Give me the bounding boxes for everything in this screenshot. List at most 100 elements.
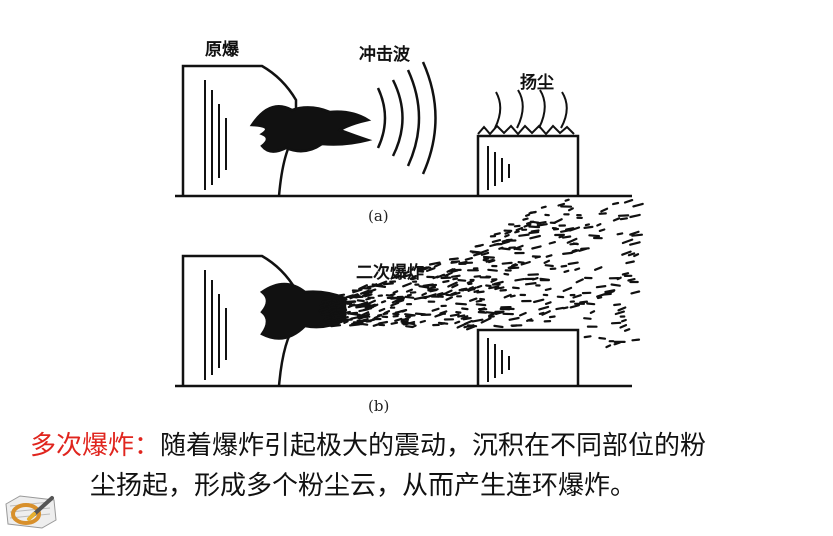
dust-particle <box>630 215 639 217</box>
dust-particle <box>559 204 565 206</box>
label-secondary-explosion: 二次爆炸 <box>356 258 424 283</box>
dust-particle <box>468 281 473 283</box>
box-hatching-b <box>488 338 509 382</box>
dust-particle <box>585 336 591 337</box>
dust-particle <box>441 323 445 324</box>
dust-particle <box>476 245 482 246</box>
dust-particle <box>350 324 359 325</box>
dust-particle <box>322 314 330 315</box>
dust-particle <box>406 315 415 316</box>
dust-particle <box>542 207 546 208</box>
dust-particle <box>550 317 555 318</box>
dust-particle <box>350 305 354 306</box>
dust-particle <box>520 313 526 315</box>
dust-particle <box>475 276 481 277</box>
explosion-diagram: 原爆 冲击波 扬尘 (a) 二次爆炸 (b) <box>0 0 833 430</box>
dust-particle <box>394 291 398 293</box>
dust-particle <box>546 302 551 304</box>
dust-particle <box>625 200 632 202</box>
dust-particle <box>623 273 628 274</box>
dust-particle <box>484 257 494 258</box>
dust-particle <box>387 295 393 296</box>
dust-particle <box>526 215 529 216</box>
dust-particle <box>541 279 549 280</box>
dust-particle <box>604 294 611 295</box>
dust-particle <box>359 324 367 325</box>
dust-particle <box>421 321 425 322</box>
term-multiple-explosions: 多次爆炸 <box>30 431 134 461</box>
dust-particle <box>348 296 353 297</box>
label-shockwave: 冲击波 <box>359 40 410 65</box>
dust-particle <box>538 224 547 225</box>
dust-particle <box>571 305 579 307</box>
dust-particle <box>622 320 626 321</box>
dust-particle <box>484 260 487 261</box>
dust-particle <box>523 219 527 220</box>
dust-particle <box>612 285 620 286</box>
dust-particle <box>505 295 511 298</box>
dust-particle <box>477 301 482 302</box>
dust-rise-2 <box>517 90 523 128</box>
dust-particle <box>430 290 436 291</box>
dust-particle <box>433 309 439 311</box>
dust-particle <box>384 283 393 284</box>
dust-particle <box>561 230 569 232</box>
dust-particle <box>486 286 490 287</box>
shockwave-arc-2 <box>393 80 403 156</box>
dust-particle <box>586 224 589 225</box>
dust-particle <box>466 258 472 260</box>
dust-particle <box>375 315 381 318</box>
dust-particle <box>456 304 466 305</box>
dust-particle <box>563 253 572 254</box>
primary-blast-shape <box>252 106 368 151</box>
panel-b <box>175 200 643 386</box>
dust-particle <box>435 296 443 297</box>
dust-particle <box>570 244 577 245</box>
dust-particle <box>364 305 369 306</box>
dust-particle <box>531 222 539 223</box>
dust-particle <box>470 299 476 301</box>
dust-particle <box>515 279 523 280</box>
dust-particle <box>422 293 426 295</box>
dust-particle <box>478 286 482 287</box>
dust-particle <box>452 262 457 263</box>
dust-particle <box>618 278 621 279</box>
description-line-1-text: 随着爆炸引起极大的震动，沉积在不同部位的粉 <box>160 431 706 461</box>
diagram-svg <box>0 0 833 430</box>
dust-particle <box>336 306 341 307</box>
dust-particle <box>601 209 607 212</box>
dust-particle <box>357 322 362 323</box>
dust-particle <box>625 329 629 331</box>
dust-particle <box>585 227 593 228</box>
pencil-note-icon <box>2 490 58 532</box>
dust-particle <box>591 311 594 313</box>
dust-particle <box>564 307 568 308</box>
dust-particle <box>379 322 387 323</box>
dust-particle <box>465 318 469 319</box>
dust-particle <box>493 240 500 242</box>
dust-particle <box>452 276 460 277</box>
dust-particle <box>623 240 632 243</box>
dust-particle <box>451 315 459 316</box>
dust-particle <box>560 236 563 237</box>
dust-particle <box>480 299 484 300</box>
dust-particle <box>479 312 486 313</box>
dust-particle <box>629 253 634 255</box>
dust-particle <box>447 291 452 293</box>
dust-particle <box>344 321 347 322</box>
dust-particle <box>526 283 535 284</box>
dust-particle <box>370 290 375 292</box>
dust-particle <box>632 292 640 294</box>
dust-particle <box>473 320 483 322</box>
dust-particle <box>380 309 385 311</box>
dust-particle <box>614 218 619 220</box>
dust-particle <box>335 295 345 297</box>
caption-a: (a) <box>368 207 389 225</box>
dust-particle <box>546 289 551 290</box>
dust-particle <box>546 265 553 266</box>
dust-particle <box>452 270 458 271</box>
box-a <box>478 136 578 196</box>
shockwave-arc-4 <box>423 62 436 174</box>
dust-particle <box>563 237 570 238</box>
pencil-note-svg <box>2 490 58 532</box>
